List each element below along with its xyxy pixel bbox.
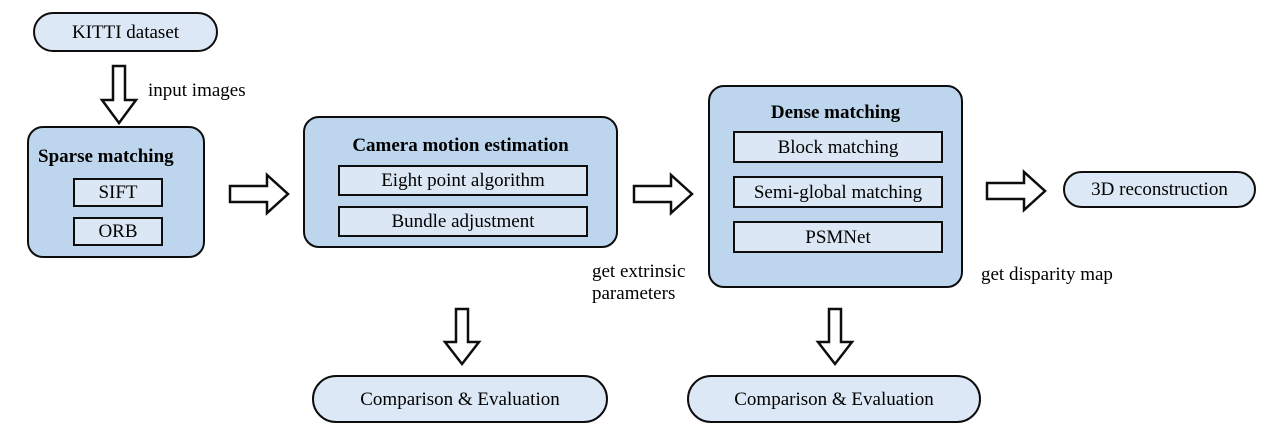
arrow-dense-to-reconstruction-icon xyxy=(985,169,1047,213)
edge-label-input-images: input images xyxy=(148,80,246,101)
node-3d-reconstruction[interactable]: 3D reconstruction xyxy=(1063,171,1256,208)
node-3d-reconstruction-label: 3D reconstruction xyxy=(1091,179,1228,200)
sub-node-block-matching[interactable]: Block matching xyxy=(733,131,943,163)
node-comparison-evaluation-right-label: Comparison & Evaluation xyxy=(734,388,934,410)
node-sparse-matching-title: Sparse matching xyxy=(38,146,174,167)
edge-label-extrinsic-line1: get extrinsic xyxy=(592,261,686,282)
node-camera-motion-estimation[interactable]: Camera motion estimation Eight point alg… xyxy=(303,116,618,248)
arrow-camera-to-evaluation-icon xyxy=(442,307,482,367)
arrow-sparse-to-camera-icon xyxy=(228,172,290,216)
sub-node-block-matching-label: Block matching xyxy=(777,136,899,158)
sub-node-sift-label: SIFT xyxy=(98,182,138,203)
node-dense-matching-title: Dense matching xyxy=(770,102,901,123)
node-kitti-dataset[interactable]: KITTI dataset xyxy=(33,12,218,52)
node-dense-matching[interactable]: Dense matching Block matching Semi-globa… xyxy=(708,85,963,288)
node-kitti-dataset-label: KITTI dataset xyxy=(71,21,180,43)
edge-label-extrinsic-line2: parameters xyxy=(592,283,676,304)
node-comparison-evaluation-left-label: Comparison & Evaluation xyxy=(360,388,560,410)
sub-node-orb[interactable]: ORB xyxy=(73,217,163,246)
sub-node-eight-point-algorithm-label: Eight point algorithm xyxy=(381,170,545,191)
node-sparse-matching[interactable]: Sparse matching SIFT ORB xyxy=(27,126,205,258)
sub-node-psmnet-label: PSMNet xyxy=(805,226,871,248)
node-camera-motion-title: Camera motion estimation xyxy=(352,135,569,156)
sub-node-semi-global-matching[interactable]: Semi-global matching xyxy=(733,176,943,208)
arrow-dense-to-evaluation-icon xyxy=(815,307,855,367)
node-comparison-evaluation-right[interactable]: Comparison & Evaluation xyxy=(687,375,981,423)
sub-node-psmnet[interactable]: PSMNet xyxy=(733,221,943,253)
arrow-camera-to-dense-icon xyxy=(632,172,694,216)
sub-node-orb-label: ORB xyxy=(98,221,138,242)
sub-node-semi-global-matching-label: Semi-global matching xyxy=(753,181,923,203)
node-comparison-evaluation-left[interactable]: Comparison & Evaluation xyxy=(312,375,608,423)
sub-node-sift[interactable]: SIFT xyxy=(73,178,163,207)
sub-node-bundle-adjustment[interactable]: Bundle adjustment xyxy=(338,206,588,237)
edge-label-disparity-map: get disparity map xyxy=(981,264,1113,285)
arrow-kitti-to-sparse-icon xyxy=(99,64,139,126)
sub-node-bundle-adjustment-label: Bundle adjustment xyxy=(391,211,535,232)
sub-node-eight-point-algorithm[interactable]: Eight point algorithm xyxy=(338,165,588,196)
